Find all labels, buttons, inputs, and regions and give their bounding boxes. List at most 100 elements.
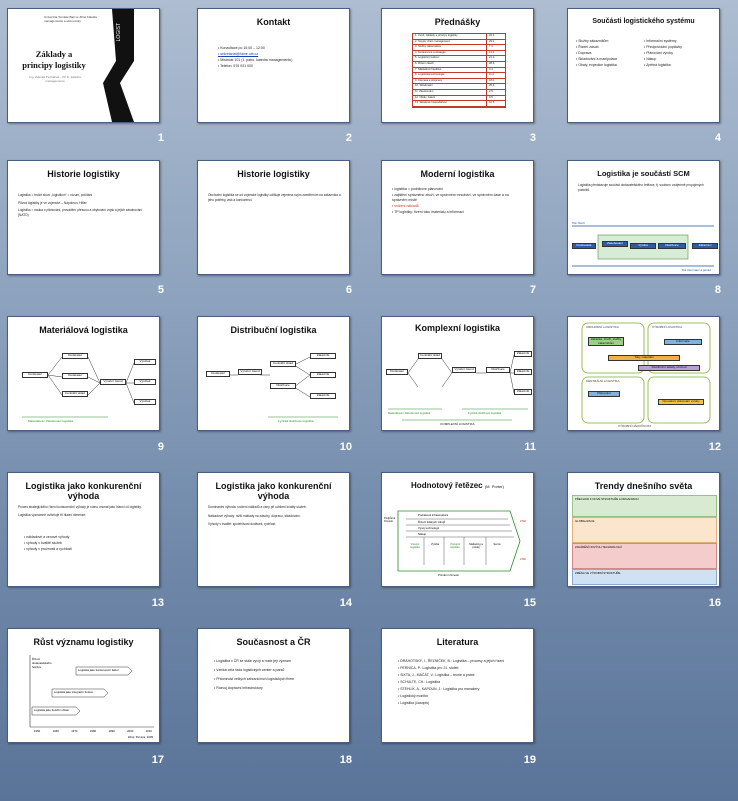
slide-2[interactable]: Kontakt Konzultace po 10:00 – 12:00 sekr…: [197, 8, 350, 123]
paragraph: Výhody v kvalitě: spolehlivost dodávek, …: [208, 522, 277, 527]
slide-1[interactable]: Univerzita Tomáše Bati ve Zlíně Fakulta …: [7, 8, 160, 123]
quadrant-label: OBCHODNÍ LOGISTIKA: [586, 325, 619, 329]
slide-title: Logistika jako konkurenční výhoda: [25, 481, 142, 501]
flow-label: Tok zboží: [572, 221, 585, 225]
slide-title: Kontakt: [256, 17, 291, 27]
slide-3[interactable]: Přednášky 1. Úvod, základy a principy lo…: [381, 8, 534, 123]
bullet: Přítomnost velkých zahraničních logistic…: [214, 677, 341, 682]
slide-title: Historie logistiky: [47, 169, 120, 179]
chain-label: Vstupní logistika: [410, 543, 420, 549]
bullet: TP logistiky: řízení toku materiálu a in…: [392, 210, 525, 215]
slide-title: Hodnotový řetězec (M. Porter): [382, 481, 533, 490]
slide-19[interactable]: Literatura DRAHOTSKÝ, I., ŘEZNÍČEK, B.: …: [381, 628, 534, 743]
scm-node: Výroba: [630, 243, 656, 249]
node: Centrální sklad: [270, 361, 296, 367]
slide-title: Moderní logistika: [420, 169, 495, 179]
paragraph: Nákladové výhody: nižší náklady na zásob…: [208, 513, 301, 518]
diagram-caption: Fyzická distribuce logistika: [278, 419, 314, 423]
slide-16[interactable]: Trendy dnešního světa PŘECHOD K NOVÉ STR…: [567, 472, 720, 587]
value-chain-diagram: [397, 510, 521, 572]
bullet-list-left: Služby zákazníkům Řízení zásob Doprava S…: [576, 39, 638, 69]
bullet: Konzultace po 10:00 – 12:00: [218, 46, 341, 51]
slide-1-subtitle: Ing. Zdeněk Pecháček – Ph.D. katedra man…: [29, 75, 81, 83]
bullet: nákladové a cenové výhody: [24, 535, 151, 540]
slide-number: 13: [151, 597, 164, 609]
scm-node: Dodavatelé: [572, 243, 596, 249]
lecture-date: 4.4.: [486, 67, 505, 73]
slide-15[interactable]: Hodnotový řetězec (M. Porter) Podniková …: [381, 472, 534, 587]
slide-9[interactable]: Materiálová logistika Dodavatel Dodavate…: [7, 316, 160, 431]
slide-5[interactable]: Historie logistiky Logistika = řecké slo…: [7, 160, 160, 275]
lecture-topic: 2. Supply chain management: [415, 39, 450, 43]
slide-13[interactable]: Logistika jako konkurenční výhoda Proces…: [7, 472, 160, 587]
bullet: Služby zákazníkům: [576, 39, 638, 44]
bullet: Plánování výroby: [644, 51, 710, 56]
bullet: DRAHOTSKÝ, I., ŘEZNÍČEK, B.: Logistika –…: [398, 659, 525, 664]
email-link[interactable]: sekretariat@fame.utb.cz: [218, 52, 341, 57]
chain-label: Marketing a prodej: [469, 543, 483, 549]
slide-text: Obchodní logistika se od vojenské logist…: [208, 193, 341, 202]
node: Výrobek: [134, 359, 156, 365]
trend-section: PŘECHOD K NOVÉ STRUKTUŘE A ORGANIZACI: [572, 495, 717, 517]
slide-title: Růst významu logistiky: [33, 637, 134, 647]
lecture-topic: 3. Služby zákazníkům: [415, 45, 442, 49]
slide-18[interactable]: Současnost a ČR Logistika v ČR se stále …: [197, 628, 350, 743]
bullet-list: Logistika v ČR se stále vyvíjí a roste j…: [214, 659, 341, 692]
lecture-topic: 8. Logistická technologie: [415, 73, 445, 77]
slide-1-side-label: LOGIST: [116, 23, 122, 42]
slide-number: 1: [157, 132, 164, 144]
slide-number: 19: [523, 754, 536, 766]
paragraph: Proces strategického řízení konkurenční …: [18, 505, 142, 509]
scm-node: Distribuce: [658, 243, 686, 249]
slide-4[interactable]: Součásti logistického systému Služby zák…: [567, 8, 720, 123]
slide-title: Literatura: [436, 637, 479, 647]
bullet: zajištění správného zboží, ve správném m…: [392, 193, 525, 203]
diagram-caption: Fyzická distribuce logistika: [468, 411, 502, 415]
scm-node: Zásobování: [602, 241, 628, 247]
slide-12[interactable]: OBCHODNÍ LOGISTIKA VÝROBNÍ LOGISTIKA Zak…: [567, 316, 720, 431]
slide-number: 12: [708, 441, 721, 453]
slide-8[interactable]: Logistika je součástí SCM Logistika před…: [567, 160, 720, 275]
slide-number: 10: [339, 441, 352, 453]
slide-6[interactable]: Historie logistiky Obchodní logistika se…: [197, 160, 350, 275]
slide-title: Komplexní logistika: [414, 323, 501, 333]
slide-14[interactable]: Logistika jako konkurenční výhoda Domina…: [197, 472, 350, 587]
bullet: Řízení zásob: [576, 45, 638, 50]
logistics-matrix: [581, 322, 711, 424]
x-tick: 1990: [108, 729, 115, 733]
slide-17[interactable]: Růst významu logistiky Logistika jako fu…: [7, 628, 160, 743]
flow-diagram: [22, 356, 135, 418]
node: Zákazník: [514, 369, 532, 375]
node: Výrobek: [134, 399, 156, 405]
slide-10[interactable]: Distribuční logistika Dodavatel Výrobní …: [197, 316, 350, 431]
slide-number: 16: [708, 597, 721, 609]
lecture-date: 2.5.: [486, 89, 505, 95]
slide-title: Distribuční logistika: [230, 325, 317, 335]
bullet: Rozvoj dopravní infrastruktury: [214, 686, 341, 691]
chain-label: Výroba: [430, 543, 440, 546]
stage-label: Logistika jako integrační funkce: [54, 690, 94, 694]
lecture-date: 7.3.: [486, 45, 505, 50]
bullet: Telefon: 576 031 000: [218, 64, 341, 69]
slide-number: 3: [529, 132, 536, 144]
slide-title: Součásti logistického systému: [592, 18, 695, 25]
slide-11[interactable]: Komplexní logistika Dodavatel Centrální …: [381, 316, 534, 431]
node: Zákazník: [514, 389, 532, 395]
chain-label: ZISK: [520, 557, 527, 561]
slide-7[interactable]: Moderní logistika logistika = podnikové …: [381, 160, 534, 275]
flow-diagram: [388, 354, 528, 421]
bullet: snížení nákladů: [392, 204, 525, 209]
quadrant-label: VÝROBNÍ LOGISTIKA: [652, 325, 683, 329]
bullet: SIXTA, J., MAČÁT, V.: Logistika – teorie…: [398, 673, 525, 678]
slide-text: Logistika představuje součást dodavatels…: [578, 183, 704, 192]
lecture-topic: 5. Logistický řetězec: [415, 56, 440, 60]
